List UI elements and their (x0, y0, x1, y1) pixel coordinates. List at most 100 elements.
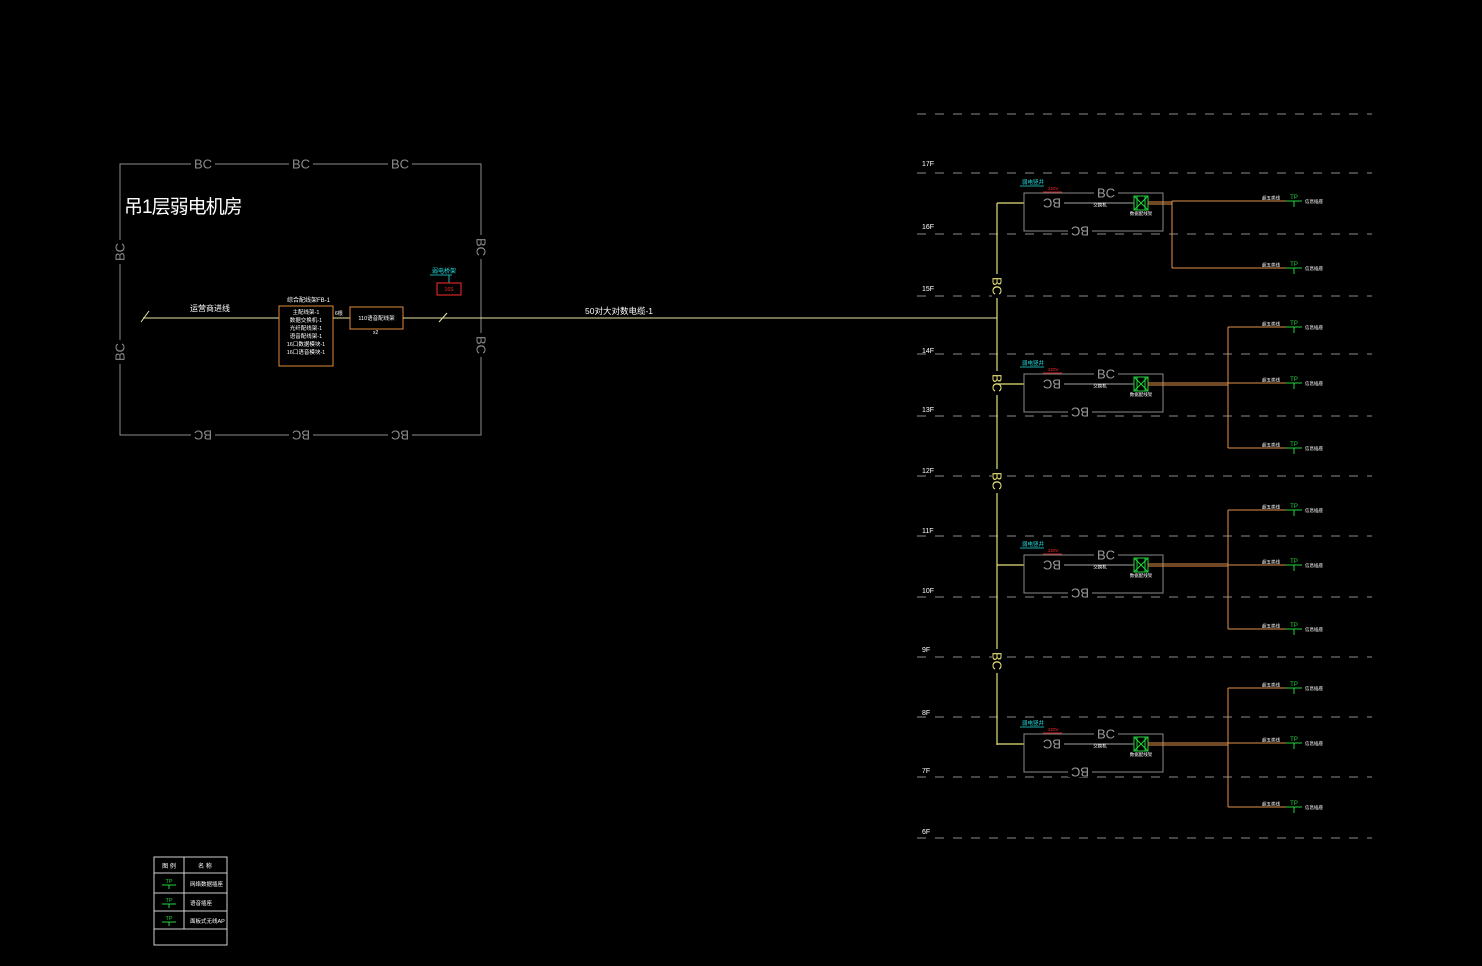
floor-label: 7F (922, 768, 930, 775)
outlet: 超五类线 TP 信息插座 (1228, 623, 1323, 635)
cable-tray-label: 弱电桥架 (432, 267, 456, 275)
riser-bc-label-background (992, 469, 1002, 493)
cabinet-top-label-background (1094, 729, 1118, 739)
cabinet-bottom-label-group: BC (1068, 586, 1092, 601)
floor-label: 11F (922, 528, 934, 535)
floor-label: 9F (922, 647, 930, 654)
frame-bc-label-background (476, 333, 486, 357)
outlet-cable-label: 超五类线 (1262, 737, 1280, 744)
trunk-cable-label: 50对大对数电缆-1 (585, 306, 653, 316)
riser-bc-label: BC (990, 374, 1005, 392)
frame-bc-label: BC (292, 157, 310, 172)
cabinet-top-label: BC (1097, 367, 1115, 382)
tp-outlet-icon: TP (1290, 737, 1298, 743)
tp-outlet-icon: TP (1290, 559, 1298, 565)
outlet-name: 信息插座 (1305, 804, 1323, 811)
frame-bc-label-group: BC (113, 340, 128, 364)
riser-bc-label-group: BC (990, 649, 1005, 673)
cabinet-bottom-label-group: BC (1068, 765, 1092, 780)
patch-panel-label: 数据配线架 (1130, 572, 1153, 579)
outlet-name: 信息插座 (1305, 626, 1323, 633)
cabinet-inner-label: BC (1043, 377, 1061, 392)
riser-bc-label-group: BC (990, 274, 1005, 298)
cabinet-bottom-label: BC (1071, 405, 1089, 420)
frame-bc-label-background (115, 240, 125, 264)
outlet-cable-label: 超五类线 (1262, 504, 1280, 511)
frame-bc-label: BC (113, 343, 128, 361)
frame-bc-label-group: BC (113, 240, 128, 264)
cabinet-box (1023, 554, 1164, 594)
cabinet-bottom-label-background (1068, 588, 1092, 598)
frame-bc-label-group: BC (191, 428, 215, 443)
machine-room-title: 吊1层弱电机房 (124, 196, 242, 218)
frame-bc-label: BC (194, 428, 212, 443)
switch-label: 交换机 (1093, 202, 1107, 209)
distribution-frame-line: 16口数据模块-1 (287, 340, 326, 348)
frame-bc-label-group: BC (388, 428, 412, 443)
cabinet-bottom-label: BC (1071, 765, 1089, 780)
legend-item-name: 面板式无线AP (190, 917, 225, 925)
frame-bc-label: BC (391, 157, 409, 172)
cabinet-bottom-label-background (1068, 226, 1092, 236)
cabinet-bottom-label-group: BC (1068, 405, 1092, 420)
cabinet-top-label-group: BC (1094, 186, 1118, 201)
distribution-frame-caption: 综合配线架FB-1 (287, 296, 331, 304)
cabinet-top-label: BC (1097, 186, 1115, 201)
cabinet-inner-label: BC (1043, 196, 1061, 211)
frame-bc-label-background (191, 430, 215, 440)
tp-outlet-icon: TP (1290, 377, 1298, 383)
frame-bc-label-group: BC (474, 333, 489, 357)
cabinet-inner-label-group: BC (1043, 377, 1061, 392)
outlet-cable-label: 超五类线 (1262, 321, 1280, 328)
frame-bc-label: BC (474, 238, 489, 256)
cabinet-box (1023, 192, 1164, 232)
legend-item-name: 网络数据插座 (190, 880, 224, 888)
shaft-label: 弱电竖井 (1022, 540, 1045, 548)
tp-outlet-icon: TP (1290, 623, 1298, 629)
cabinet-inner-label: BC (1043, 558, 1061, 573)
floor-label: 12F (922, 468, 934, 475)
cabinet-inner-label-group: BC (1043, 196, 1061, 211)
distribution-frame-lines: 主配线架-1数据交换机-1光纤配线架-1语音配线架-116口数据模块-116口语… (287, 308, 326, 356)
legend-item-name: 语音插座 (190, 899, 213, 907)
power-label: 220V (1048, 186, 1059, 191)
floor-label: 6F (922, 829, 930, 836)
patch-panel-icon (1133, 195, 1149, 211)
legend-tp-icon: TP (165, 916, 172, 922)
distribution-frame-line: 主配线架-1 (293, 308, 320, 316)
cabinet-bottom-label: BC (1071, 224, 1089, 239)
frame-bc-label: BC (292, 428, 310, 443)
voice-frame-label: 110语音配线架 (358, 314, 395, 322)
frame-bc-label: BC (194, 157, 212, 172)
legend-tp-icon: TP (165, 898, 172, 904)
patch-panel-label: 数据配线架 (1130, 391, 1153, 398)
outlet-cable-label: 超五类线 (1262, 442, 1280, 449)
frame-bc-label-background (289, 159, 313, 169)
riser-bc-label-background (992, 371, 1002, 395)
outlet-name: 信息插座 (1305, 380, 1323, 387)
switch-label: 交换机 (1093, 383, 1107, 390)
frame-bc-label-background (388, 430, 412, 440)
floor-label: 16F (922, 224, 934, 231)
legend-row: TP 面板式无线AP (162, 916, 225, 926)
cabinet-top-label: BC (1097, 548, 1115, 563)
cabinet-bottom-label-background (1068, 767, 1092, 777)
outlet-name: 信息插座 (1305, 265, 1323, 272)
voice-frame-qty: x2 (373, 330, 379, 336)
outlet-name: 信息插座 (1305, 445, 1323, 452)
riser-bc-label: BC (990, 652, 1005, 670)
outlet-cable-label: 超五类线 (1262, 623, 1280, 630)
distribution-frame-box (278, 305, 334, 367)
cabinet-inner-label: BC (1043, 737, 1061, 752)
patch-panel-icon-stroke (1133, 557, 1149, 573)
outlet-cable-label: 超五类线 (1262, 801, 1280, 808)
